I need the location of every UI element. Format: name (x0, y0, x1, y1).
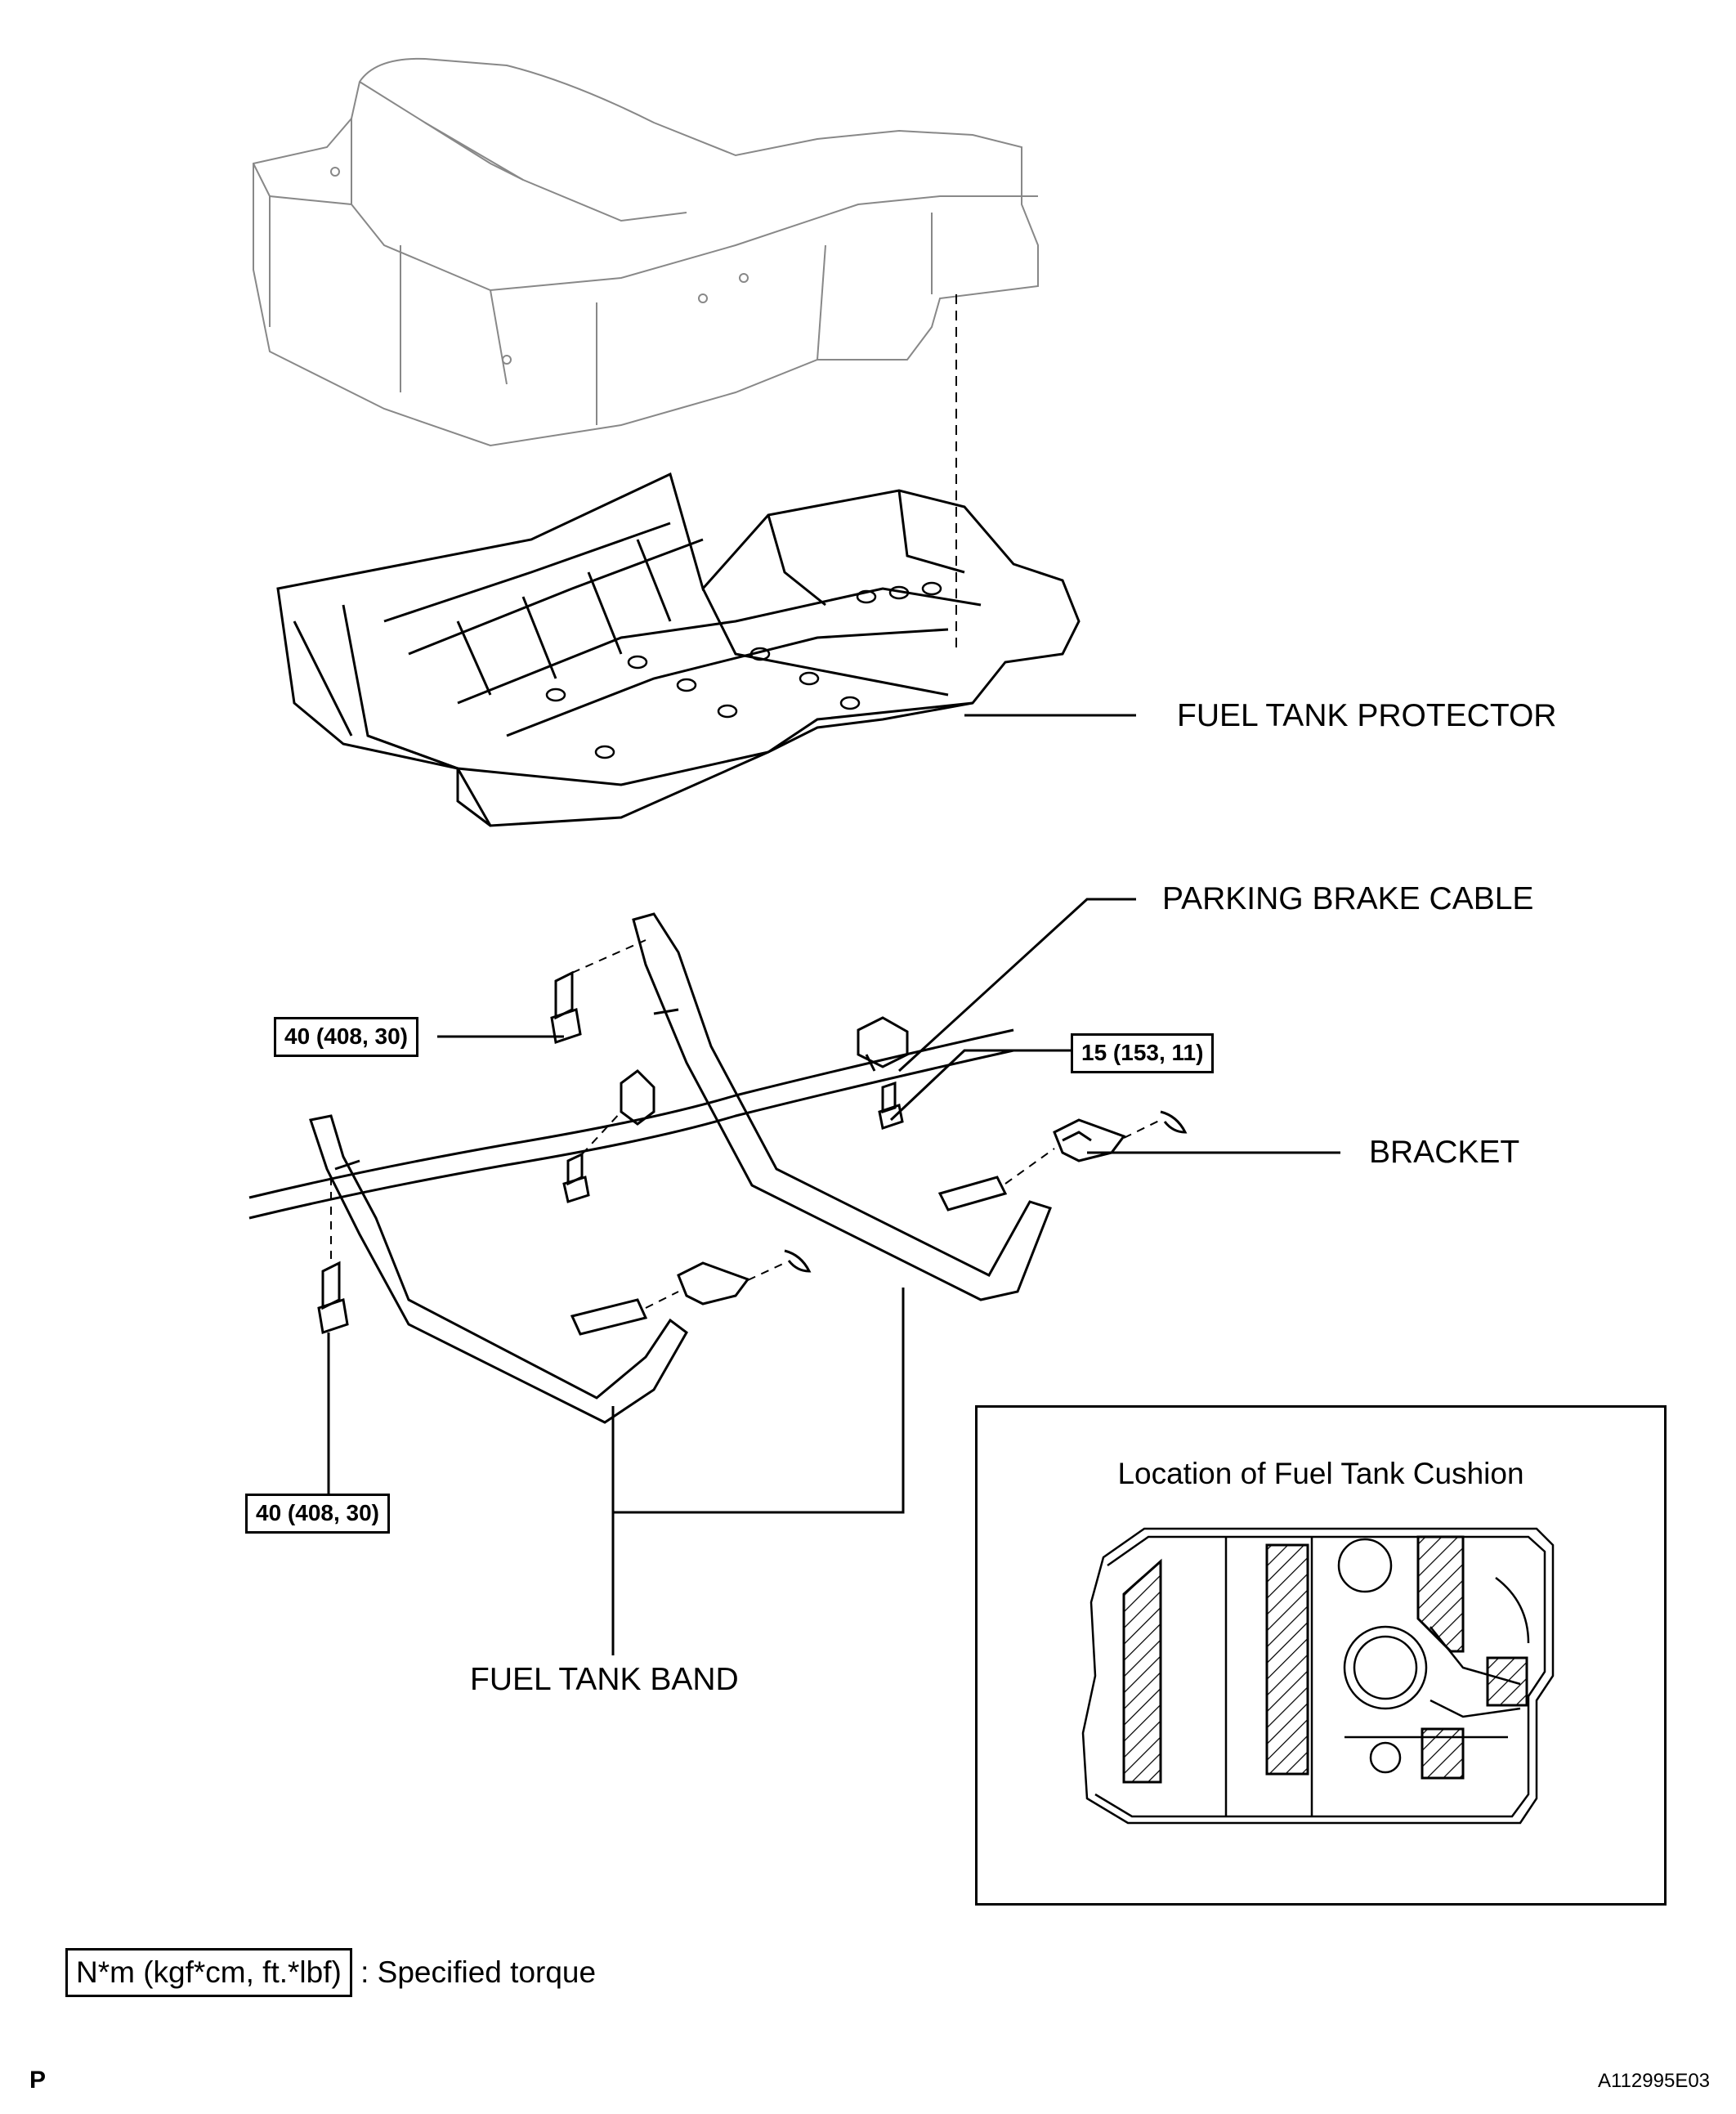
torque-lower-left-bolt: 40 (408, 30) (245, 1494, 390, 1534)
label-parking-brake-cable: PARKING BRAKE CABLE (1162, 881, 1534, 916)
label-fuel-tank-protector: FUEL TANK PROTECTOR (1177, 698, 1557, 733)
bracket-left-drawing (570, 1249, 812, 1336)
figure-code: A112995E03 (1598, 2070, 1711, 2092)
label-fuel-tank-band: FUEL TANK BAND (470, 1662, 739, 1697)
torque-upper-left-bolt: 40 (408, 30) (274, 1017, 418, 1057)
leader-parking-brake-cable (897, 898, 1136, 1073)
leader-fuel-tank-band-right (613, 1288, 905, 1514)
fuel-tank-protector-drawing (276, 472, 1081, 827)
label-bracket: BRACKET (1369, 1135, 1520, 1170)
bolt-upper-left (550, 939, 647, 1044)
bolt-cable-left (562, 1111, 622, 1203)
fuel-tank-band-drawing (309, 912, 1052, 1424)
cushion-hatched-areas (1122, 1535, 1528, 1784)
inset-title: Location of Fuel Tank Cushion (1117, 1457, 1524, 1490)
page-marker: P (29, 2067, 47, 2094)
legend-description: : Specified torque (360, 1955, 597, 1989)
legend-unit-box: N*m (kgf*cm, ft.*lbf) (65, 1948, 352, 1997)
fuel-tank-outline (253, 57, 1039, 447)
torque-legend: N*m (kgf*cm, ft.*lbf) : Specified torque (65, 1948, 596, 1997)
fuel-tank-cushion-inset: Location of Fuel Tank Cushion (975, 1405, 1667, 1906)
parking-brake-cable-drawing (248, 1016, 1014, 1220)
leader-torque-cable-bolt (889, 1049, 1071, 1122)
bolt-cable-right (878, 1081, 904, 1130)
torque-cable-bolt: 15 (153, 11) (1071, 1033, 1215, 1073)
inset-tank-drawing (1081, 1527, 1555, 1825)
bracket-right-drawing (937, 1110, 1188, 1212)
bolt-lower-left (317, 1177, 349, 1334)
